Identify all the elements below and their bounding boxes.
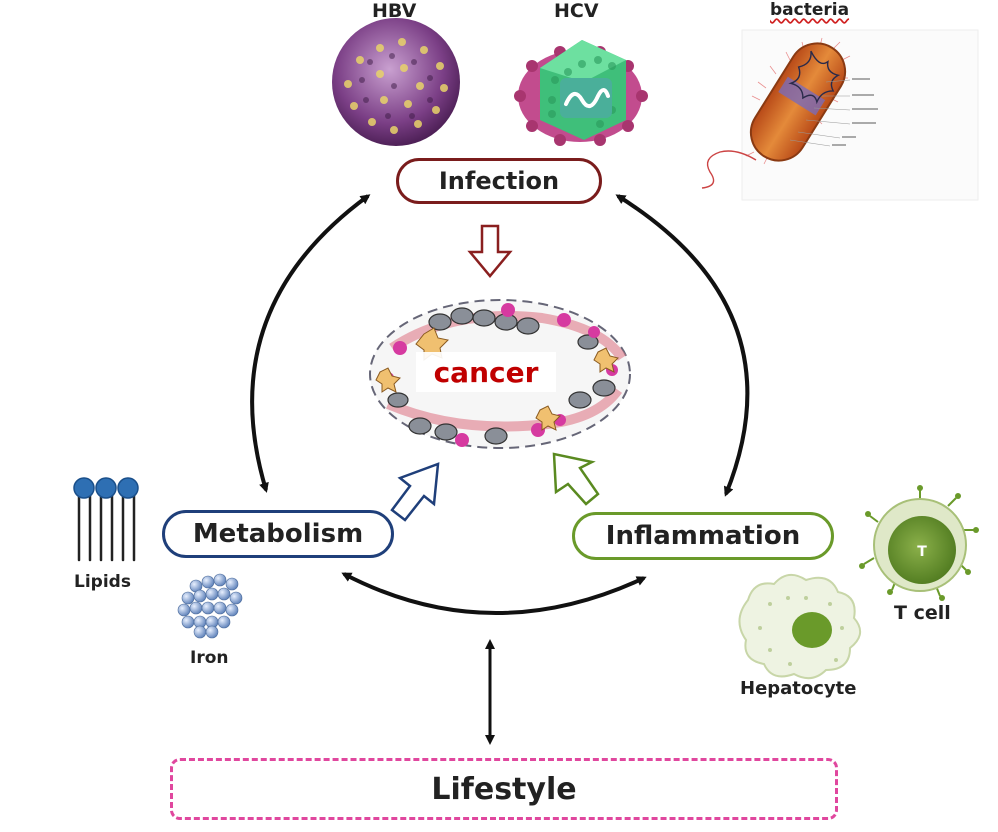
- hcv-virus-icon: [514, 40, 648, 146]
- metabolism-node-label: Metabolism: [192, 519, 364, 549]
- inflammation-node: Inflammation: [572, 512, 834, 560]
- lifestyle-node-label: Lifestyle: [431, 771, 577, 807]
- iron-icon: [177, 573, 243, 639]
- t-cell-nucleus-letter: T: [917, 544, 927, 560]
- inflammation-to-cancer-arrow: [552, 452, 600, 506]
- hbv-label: HBV: [372, 0, 417, 22]
- bacteria-icon: [701, 29, 979, 201]
- t-cell-icon: T: [859, 485, 979, 601]
- lipids-label: Lipids: [74, 572, 131, 592]
- tumor-tissue-icon: [369, 299, 631, 449]
- hepatocyte-icon: [738, 573, 861, 680]
- infection-metabolism-connector: [250, 194, 371, 493]
- metabolism-node: Metabolism: [162, 510, 394, 558]
- infection-node: Infection: [396, 158, 602, 204]
- hepatocyte-label: Hepatocyte: [740, 678, 857, 699]
- infection-inflammation-connector: [615, 194, 750, 497]
- hbv-virus-icon: [332, 18, 460, 146]
- inflammation-node-label: Inflammation: [605, 521, 801, 551]
- infection-to-cancer-arrow: [467, 224, 513, 278]
- metabolism-to-cancer-arrow: [390, 462, 440, 522]
- cancer-label: cancer: [416, 352, 556, 392]
- bacteria-label: bacteria: [770, 0, 850, 20]
- t-cell-label: T cell: [894, 602, 951, 624]
- infection-node-label: Infection: [438, 167, 560, 195]
- metabolism-inflammation-connector: [341, 572, 647, 615]
- lipids-icon: [73, 477, 139, 562]
- hcv-label: HCV: [554, 0, 599, 22]
- iron-label: Iron: [190, 648, 229, 668]
- lifestyle-node: Lifestyle: [170, 758, 838, 820]
